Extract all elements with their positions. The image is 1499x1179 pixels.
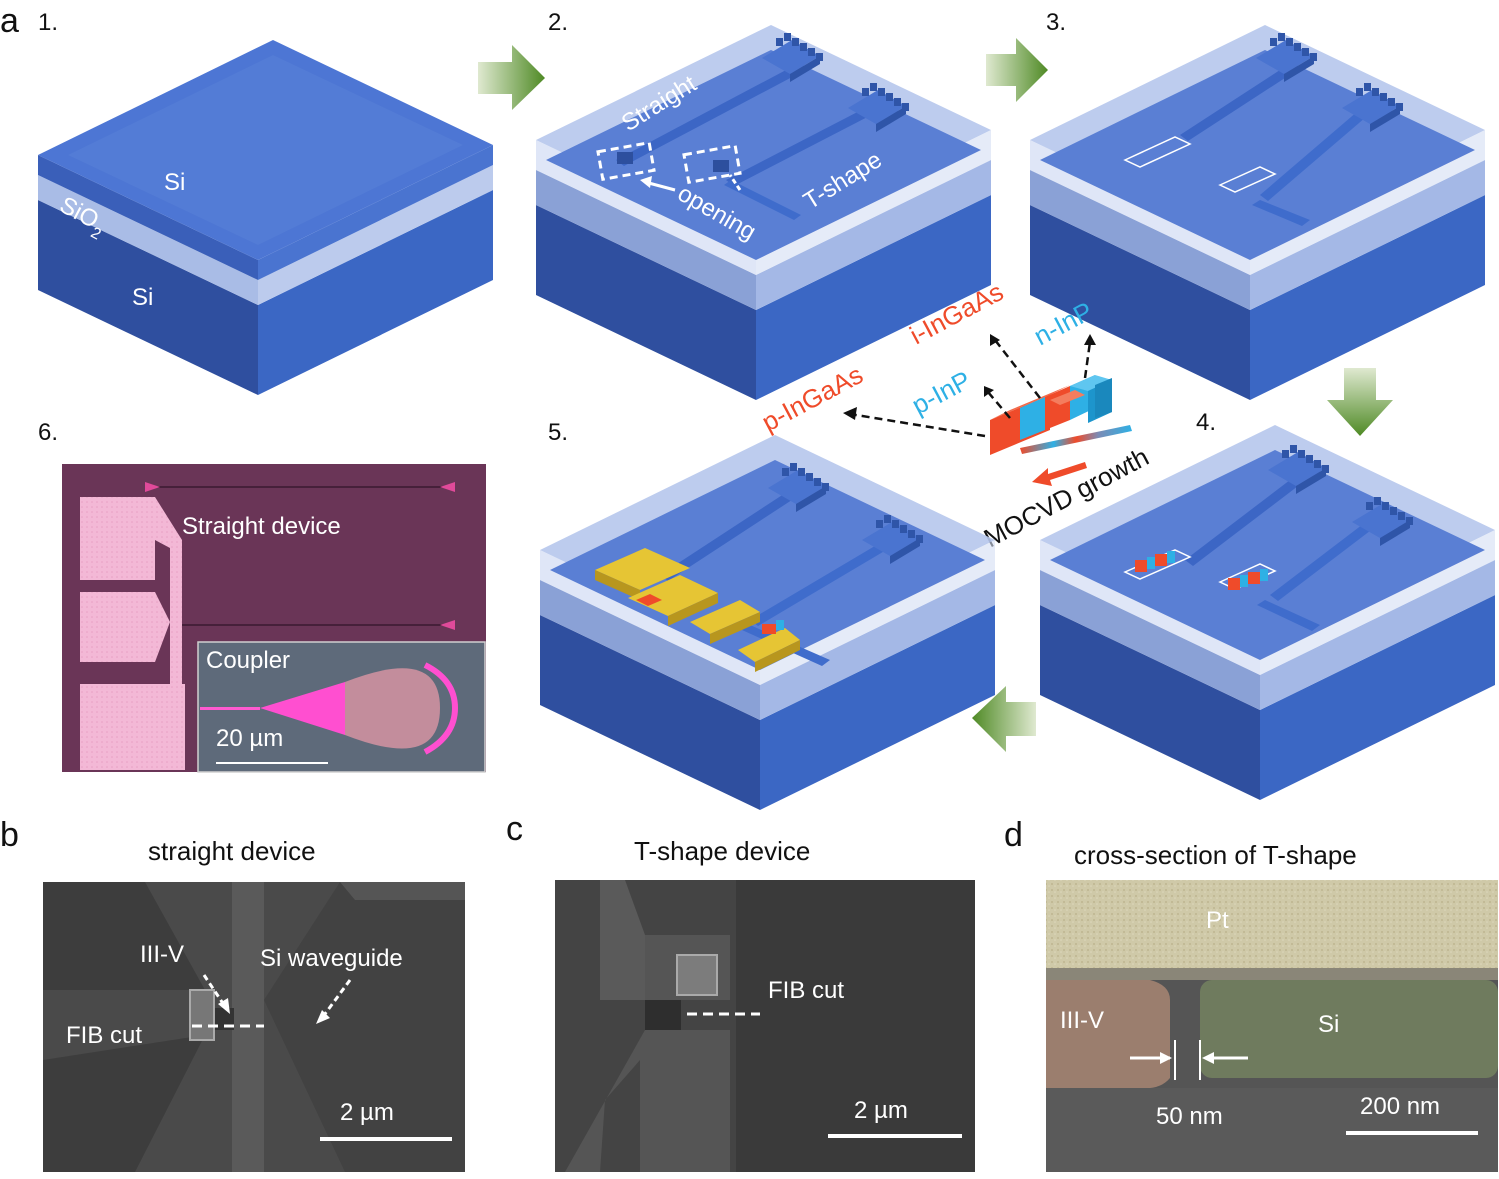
arrow-step2-to-3 [986,38,1048,102]
p-inp-label: p-InP [907,365,976,421]
straight-device-label: Straight device [182,513,341,540]
panel-b-title: straight device [148,836,316,866]
b-scale-label: 2 µm [340,1099,394,1126]
sem-tshape [555,880,975,1172]
d-si-label: Si [1318,1011,1339,1038]
step1-bottom-si-label: Si [132,284,153,311]
d-gap-label: 50 nm [1156,1103,1223,1130]
d-scale-label: 200 nm [1360,1093,1440,1120]
step-4-label: 4. [1196,409,1216,436]
c-scale-label: 2 µm [854,1097,908,1124]
sem-straight [43,882,465,1172]
growth-schematic [990,375,1132,486]
panel-c-title: T-shape device [634,836,810,866]
opening-box-straight [596,140,656,182]
panel-d-title: cross-section of T-shape [1074,840,1357,870]
step-6-label: 6. [38,419,58,446]
wafer-block-step4 [1040,425,1495,800]
scale-20um: 20 µm [216,725,283,752]
step1-top-si-label: Si [164,169,185,196]
d-iiiv-label: III-V [1060,1007,1104,1034]
arrow-step3-to-4 [1327,368,1393,436]
panel-c-label: c [506,810,523,848]
d-pt-label: Pt [1206,907,1229,934]
step-1-label: 1. [38,9,58,36]
wafer-block-step5 [540,435,995,810]
wafer-block-step1 [38,40,493,395]
panel-b-label: b [0,816,19,854]
coupler-label: Coupler [206,647,290,674]
panel-d-label: d [1004,816,1023,854]
arrow-step1-to-2 [478,45,545,110]
opening-box-tshape [682,143,742,185]
sem-cross-section [1046,880,1498,1172]
wafer-block-step3 [1030,25,1485,400]
coupler-inset [197,641,486,773]
b-iiiv-label: III-V [140,941,184,968]
metal-contacts [595,548,800,672]
c-fib-label: FIB cut [768,977,844,1004]
b-fib-label: FIB cut [66,1022,142,1049]
b-si-waveguide-label: Si waveguide [260,945,403,972]
step-3-label: 3. [1046,9,1066,36]
arrow-step4-to-5 [972,686,1036,752]
step-2-label: 2. [548,9,568,36]
panel-a-label: a [0,2,19,40]
growth-pointer-arrows [849,339,1092,438]
step-5-label: 5. [548,419,568,446]
